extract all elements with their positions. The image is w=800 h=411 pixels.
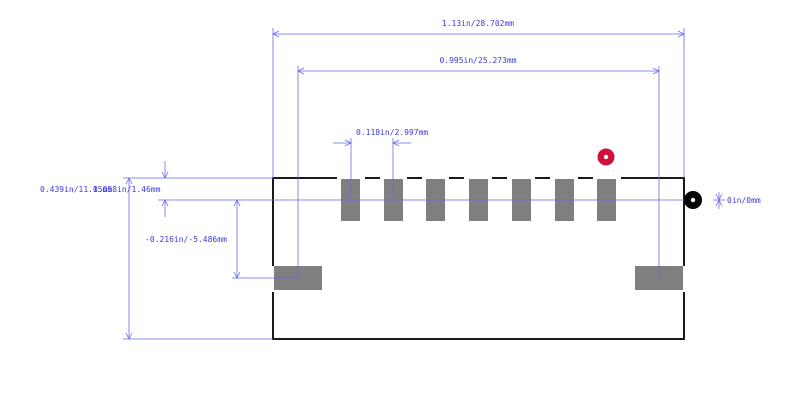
pad-span-width-dimension: 0.995in/25.273mm [297,56,660,278]
origin-offset-label: 0in/0mm [727,196,761,205]
top-offset-dimension: 0.058in/1.46mm [93,161,169,217]
overall-width-dimension: 1.13in/28.702mm [272,19,685,178]
origin-offset-dimension: 0in/0mm [713,192,761,209]
origin-marker-icon [684,191,702,209]
overall-width-label: 1.13in/28.702mm [442,19,514,28]
pad-pitch-label: 0.118in/2.997mm [356,128,428,137]
mount-pad-offset-label: -0.216in/-5.486mm [145,235,227,244]
overall-height-dimension: 0.439in/11.15mm [40,177,133,340]
overall-height-label: 0.439in/11.15mm [40,185,112,194]
pad-span-width-label: 0.995in/25.273mm [439,56,516,65]
pin1-marker-icon [597,148,615,166]
pad-pitch-dimension: 0.118in/2.997mm [333,128,428,200]
top-offset-label: 0.058in/1.46mm [93,185,161,194]
mount-pad-offset-dimension: -0.216in/-5.486mm [145,199,241,279]
